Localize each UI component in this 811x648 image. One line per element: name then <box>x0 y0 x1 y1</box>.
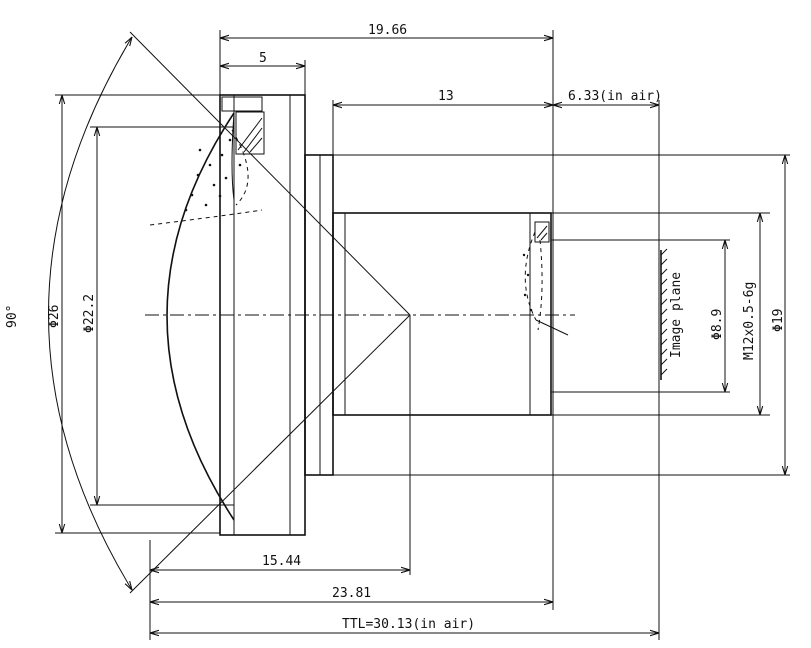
fov-ray-lower <box>129 314 411 594</box>
dim-13: 13 <box>438 89 454 104</box>
dim-fov: 90° <box>5 305 20 328</box>
front-lens-glass <box>184 138 242 212</box>
dim-phi19: Φ19 <box>771 309 786 332</box>
dim-19-66: 19.66 <box>368 23 407 38</box>
front-housing <box>149 94 306 536</box>
fov-ray-upper <box>129 31 411 316</box>
image-plane <box>658 100 668 640</box>
dim-phi8-9: Φ8.9 <box>710 309 725 340</box>
dim-thread: M12x0.5-6g <box>742 282 757 360</box>
dim-arc-fov <box>48 37 133 590</box>
dim-6-33: 6.33(in air) <box>568 89 662 104</box>
dim-ttl: TTL=30.13(in air) <box>342 617 475 632</box>
dim-15-44: 15.44 <box>262 554 301 569</box>
dim-5: 5 <box>259 51 267 66</box>
dim-phi22-2: Φ22.2 <box>82 294 97 333</box>
image-plane-label: Image plane <box>669 272 684 358</box>
extension-lines <box>55 30 790 640</box>
threaded-barrel <box>332 212 569 416</box>
dim-23-81: 23.81 <box>332 586 371 601</box>
dim-phi26: Φ26 <box>47 305 62 328</box>
